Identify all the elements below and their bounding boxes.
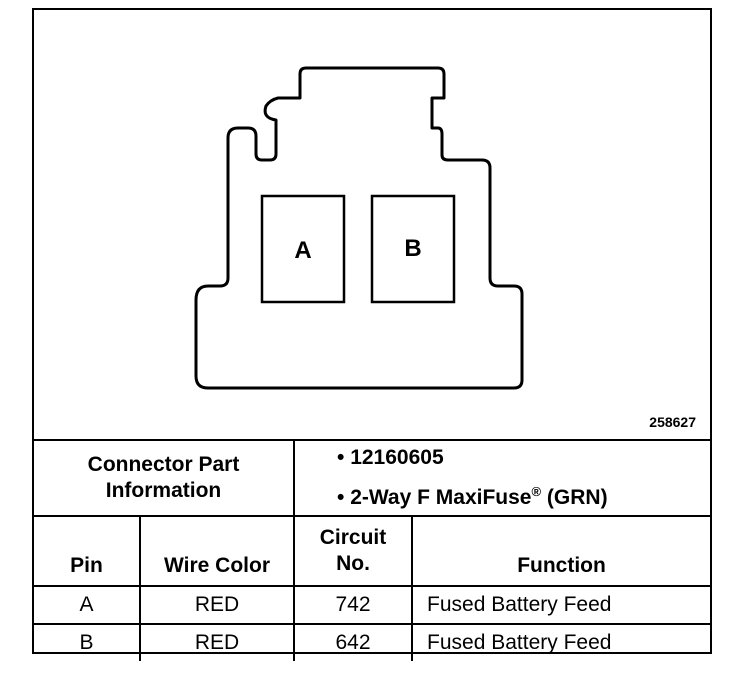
- figure-id: 258627: [649, 414, 696, 430]
- header-circuit-no: Circuit No.: [293, 515, 414, 587]
- cell-function: Fused Battery Feed: [411, 623, 711, 661]
- connector-info-row: Connector Part Information • 12160605 • …: [34, 439, 711, 517]
- connector-table: Connector Part Information • 12160605 • …: [34, 439, 711, 661]
- connector-type-item: • 2-Way F MaxiFuse® (GRN): [337, 484, 608, 509]
- header-circuit-no-text: Circuit No.: [319, 526, 387, 575]
- connector-housing-outline: [194, 66, 524, 390]
- header-function: Function: [411, 515, 711, 587]
- part-number: 12160605: [350, 446, 444, 469]
- connector-type: 2-Way F MaxiFuse: [350, 486, 532, 509]
- cell-function: Fused Battery Feed: [411, 585, 711, 625]
- connector-outline-svg: A B: [194, 66, 524, 390]
- registered-mark: ®: [531, 484, 542, 499]
- pin-cavity-b: [370, 194, 456, 304]
- cell-pin: B: [34, 623, 141, 661]
- connector-part-info-label: Connector Part Information: [34, 439, 296, 517]
- part-number-item: • 12160605: [337, 446, 444, 469]
- header-pin: Pin: [34, 515, 141, 587]
- table-row: A RED 742 Fused Battery Feed: [34, 585, 711, 625]
- cell-wire-color: RED: [138, 623, 296, 661]
- table-row: B RED 642 Fused Battery Feed: [34, 623, 711, 661]
- pin-label-a: A: [294, 237, 311, 264]
- pin-label-b: B: [404, 235, 421, 262]
- table-header-row: Pin Wire Color Circuit No. Function: [34, 515, 711, 587]
- cell-circuit: 742: [293, 585, 414, 625]
- cell-pin: A: [34, 585, 141, 625]
- connector-color: (GRN): [546, 486, 608, 509]
- cell-wire-color: RED: [138, 585, 296, 625]
- header-wire-color: Wire Color: [138, 515, 296, 587]
- connector-diagram-frame: A B 258627 Connector Part Information • …: [32, 8, 712, 661]
- connector-part-info-list: • 12160605 • 2-Way F MaxiFuse® (GRN): [293, 439, 711, 517]
- connector-figure: A B 258627: [34, 10, 710, 438]
- pin-cavity-a: [260, 194, 346, 304]
- cell-circuit: 642: [293, 623, 414, 661]
